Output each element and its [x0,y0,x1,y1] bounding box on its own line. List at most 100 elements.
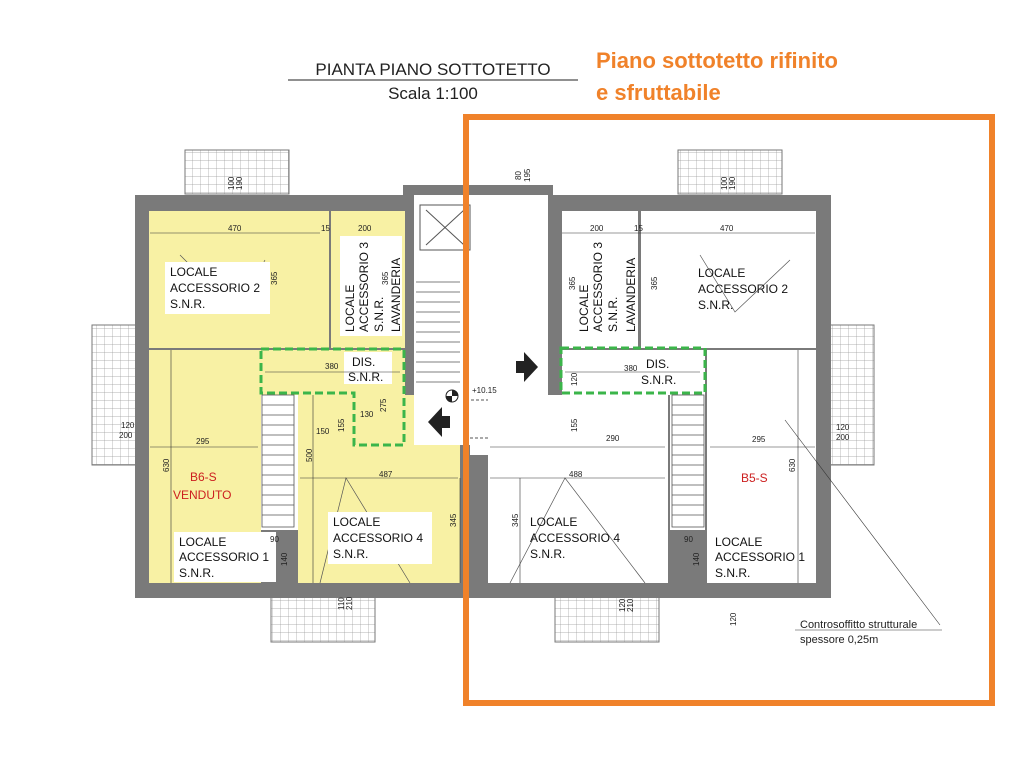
ceiling-note-line2: spessore 0,25m [800,634,878,646]
svg-text:100: 100 [227,176,236,190]
svg-text:ACCESSORIO 4: ACCESSORIO 4 [530,531,620,545]
plan-title: PIANTA PIANO SOTTOTETTO [315,60,550,79]
svg-text:275: 275 [379,398,388,412]
svg-text:295: 295 [196,437,210,446]
svg-text:290: 290 [606,434,620,443]
central-stair-treads [416,281,460,383]
left-acc3-label: LOCALE ACCESSORIO 3 S.N.R. LAVANDERIA [340,236,403,336]
svg-text:345: 345 [449,513,458,527]
svg-text:S.N.R.: S.N.R. [372,297,386,332]
svg-text:ACCESSORIO 1: ACCESSORIO 1 [179,550,269,564]
svg-text:LOCALE: LOCALE [170,265,217,279]
right-lobby [470,445,555,455]
svg-text:S.N.R.: S.N.R. [530,547,565,561]
right-dis-outline [559,346,707,395]
svg-text:15: 15 [634,224,643,233]
terrace-top-right [677,149,783,195]
plan-scale: Scala 1:100 [388,84,478,103]
svg-text:200: 200 [590,224,604,233]
right-acc3-room [562,211,638,348]
left-acc4-label: LOCALE ACCESSORIO 4 S.N.R. [328,512,432,564]
svg-text:295: 295 [752,435,766,444]
svg-text:140: 140 [280,552,289,566]
left-acc1-label: LOCALE ACCESSORIO 1 S.N.R. [174,532,276,582]
svg-text:15: 15 [321,224,330,233]
svg-text:90: 90 [270,535,279,544]
svg-text:S.N.R.: S.N.R. [715,566,750,580]
svg-text:630: 630 [788,458,797,472]
right-acc4-room [488,395,668,583]
terrace-right [829,324,875,466]
svg-text:120: 120 [836,423,850,432]
svg-text:200: 200 [119,431,133,440]
svg-text:210: 210 [626,598,635,612]
svg-text:120: 120 [121,421,135,430]
svg-text:LOCALE: LOCALE [179,535,226,549]
highlight-frame [463,114,995,706]
svg-text:DIS.: DIS. [646,357,669,371]
svg-text:190: 190 [235,176,244,190]
svg-text:140: 140 [692,552,701,566]
left-dis-outline [259,347,406,447]
svg-text:470: 470 [720,224,734,233]
svg-text:LAVANDERIA: LAVANDERIA [624,258,638,332]
svg-text:S.N.R.: S.N.R. [333,547,368,561]
svg-text:ACCESSORIO 3: ACCESSORIO 3 [591,242,605,332]
svg-text:S.N.R.: S.N.R. [348,370,383,384]
highlight-caption-line2: e sfruttabile [596,80,721,105]
svg-text:345: 345 [511,513,520,527]
svg-text:630: 630 [162,458,171,472]
svg-text:LOCALE: LOCALE [343,285,357,332]
svg-text:155: 155 [570,418,579,432]
svg-text:487: 487 [379,470,393,479]
svg-text:120: 120 [570,372,579,386]
right-acc4-label: LOCALE ACCESSORIO 4 S.N.R. [530,515,620,561]
highlight-caption-line1: Piano sottotetto rifinito [596,48,838,73]
svg-text:S.N.R.: S.N.R. [698,298,733,312]
right-dis-label: DIS. S.N.R. [641,357,676,387]
elevator-cross-b [425,209,465,246]
svg-text:155: 155 [337,418,346,432]
svg-text:380: 380 [624,364,638,373]
svg-text:500: 500 [305,448,314,462]
elevation-label: +10.15 [472,386,497,395]
svg-text:365: 365 [650,276,659,290]
svg-text:120: 120 [729,612,738,626]
dimension-lines [150,232,942,631]
svg-text:ACCESSORIO 4: ACCESSORIO 4 [333,531,423,545]
svg-text:S.N.R.: S.N.R. [170,297,205,311]
svg-text:DIS.: DIS. [352,355,375,369]
svg-text:488: 488 [569,470,583,479]
svg-text:195: 195 [523,168,532,182]
svg-text:LOCALE: LOCALE [530,515,577,529]
svg-text:S.N.R.: S.N.R. [606,297,620,332]
left-acc2-label: LOCALE ACCESSORIO 2 S.N.R. [165,262,270,314]
right-acc3-label: LOCALE ACCESSORIO 3 S.N.R. LAVANDERIA [577,242,638,332]
terrace-bottom-left [270,595,376,643]
svg-text:365: 365 [381,271,390,285]
svg-text:365: 365 [270,271,279,285]
right-unit-code: B5-S [741,471,768,485]
svg-text:LOCALE: LOCALE [715,535,762,549]
terrace-left [91,324,137,466]
svg-text:120: 120 [618,598,627,612]
right-internal-stair [671,394,705,528]
left-unit-status: VENDUTO [173,488,231,502]
terrace-top-left [184,149,290,195]
left-small-area [355,395,405,450]
right-corridor [562,350,705,395]
svg-text:365: 365 [568,276,577,290]
svg-text:ACCESSORIO 1: ACCESSORIO 1 [715,550,805,564]
terrace-bottom-right [554,595,660,643]
svg-text:LOCALE: LOCALE [698,266,745,280]
svg-text:ACCESSORIO 2: ACCESSORIO 2 [170,281,260,295]
svg-text:470: 470 [228,224,242,233]
svg-text:80: 80 [514,171,523,180]
right-acc1-label: LOCALE ACCESSORIO 1 S.N.R. [715,535,805,580]
svg-text:ACCESSORIO 3: ACCESSORIO 3 [357,242,371,332]
left-dis-label: DIS. S.N.R. [344,352,392,384]
svg-text:S.N.R.: S.N.R. [641,373,676,387]
svg-text:ACCESSORIO 2: ACCESSORIO 2 [698,282,788,296]
right-acc2-label: LOCALE ACCESSORIO 2 S.N.R. [698,266,788,312]
